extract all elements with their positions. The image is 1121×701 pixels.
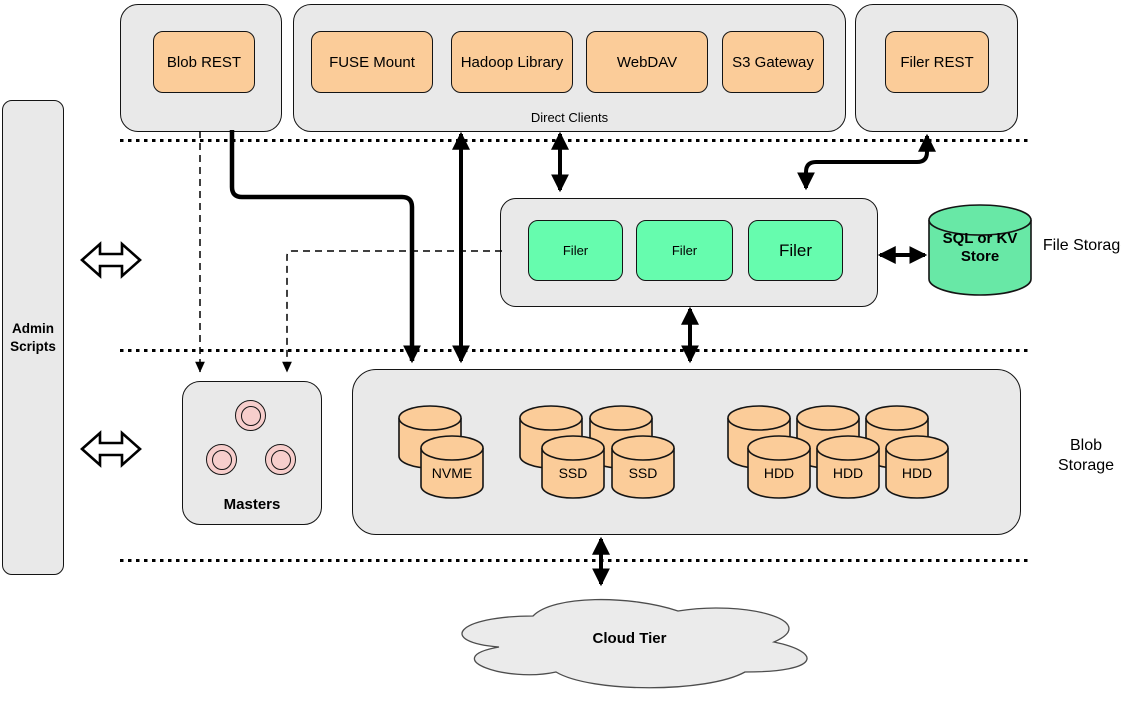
blob-storage-section-label: Blob Storage <box>1057 437 1115 474</box>
filer-node-3: Filer <box>748 220 843 281</box>
direct-clients-group: FUSE Mount Hadoop Library WebDAV S3 Gate… <box>293 4 846 132</box>
fuse-mount-node: FUSE Mount <box>311 31 433 93</box>
cylinder-icon <box>747 435 811 499</box>
cylinder-icon <box>541 435 605 499</box>
hadoop-library-node: Hadoop Library <box>451 31 573 93</box>
cylinder-icon <box>885 435 949 499</box>
master-node-icon <box>235 400 266 431</box>
file-storage-section-label: File Storage <box>1042 237 1121 254</box>
volume-label: HDD <box>763 465 795 481</box>
cloud-tier-label: Cloud Tier <box>592 630 667 647</box>
direct-clients-caption: Direct Clients <box>530 110 609 125</box>
volume-cylinder-nvme: NVME <box>420 435 484 499</box>
volume-label: NVME <box>431 465 473 481</box>
blob-rest-label: Blob REST <box>166 53 242 71</box>
arrow-filer-rest-filers <box>797 133 936 191</box>
webdav-node: WebDAV <box>586 31 708 93</box>
filer-rest-group: Filer REST <box>855 4 1018 132</box>
sql-kv-store-node: SQL or KV Store <box>928 204 1032 296</box>
volume-cylinder-ssd: SSD <box>541 435 605 499</box>
volume-label: SSD <box>558 465 588 481</box>
cylinder-icon <box>816 435 880 499</box>
master-node-icon <box>206 444 237 475</box>
master-node-icon <box>265 444 296 475</box>
admin-file-storage-arrow-icon <box>80 241 142 279</box>
hadoop-library-label: Hadoop Library <box>460 53 564 71</box>
sql-kv-store-label: SQL or KV Store <box>942 230 1018 265</box>
volume-cylinder-hdd: HDD <box>885 435 949 499</box>
filer-label-3: Filer <box>778 240 813 260</box>
filer-rest-label: Filer REST <box>900 53 974 71</box>
admin-scripts-box: Admin Scripts <box>2 100 64 575</box>
database-cylinder-icon <box>928 204 1032 296</box>
section-divider-file-storage <box>120 349 1028 352</box>
section-divider-blob-storage <box>120 559 1028 562</box>
cloud-icon <box>461 598 808 689</box>
section-divider-clients <box>120 139 1028 142</box>
volume-cylinder-hdd: HDD <box>816 435 880 499</box>
admin-scripts-label: Admin Scripts <box>10 320 56 354</box>
filer-rest-node: Filer REST <box>885 31 989 93</box>
masters-group: Masters <box>182 381 322 525</box>
filer-node-2: Filer <box>636 220 733 281</box>
volume-cylinder-hdd: HDD <box>747 435 811 499</box>
filer-label-2: Filer <box>671 243 698 258</box>
cylinder-icon <box>611 435 675 499</box>
masters-label: Masters <box>223 496 281 513</box>
filer-node-1: Filer <box>528 220 623 281</box>
fuse-mount-label: FUSE Mount <box>329 53 415 71</box>
filer-cluster-group: Filer Filer Filer <box>500 198 878 307</box>
volume-label: SSD <box>628 465 658 481</box>
filer-label-1: Filer <box>562 243 589 258</box>
admin-blob-storage-arrow-icon <box>80 430 142 468</box>
dashed-arrow-filers-masters <box>282 250 502 373</box>
volume-label: HDD <box>901 465 933 481</box>
volume-cylinder-ssd: SSD <box>611 435 675 499</box>
s3-gateway-node: S3 Gateway <box>722 31 824 93</box>
blob-rest-group: Blob REST <box>120 4 282 132</box>
webdav-label: WebDAV <box>616 53 678 71</box>
blob-rest-node: Blob REST <box>153 31 255 93</box>
s3-gateway-label: S3 Gateway <box>732 53 814 71</box>
arrow-blob-rest-to-volumes <box>229 130 421 364</box>
cylinder-icon <box>420 435 484 499</box>
volume-label: HDD <box>832 465 864 481</box>
